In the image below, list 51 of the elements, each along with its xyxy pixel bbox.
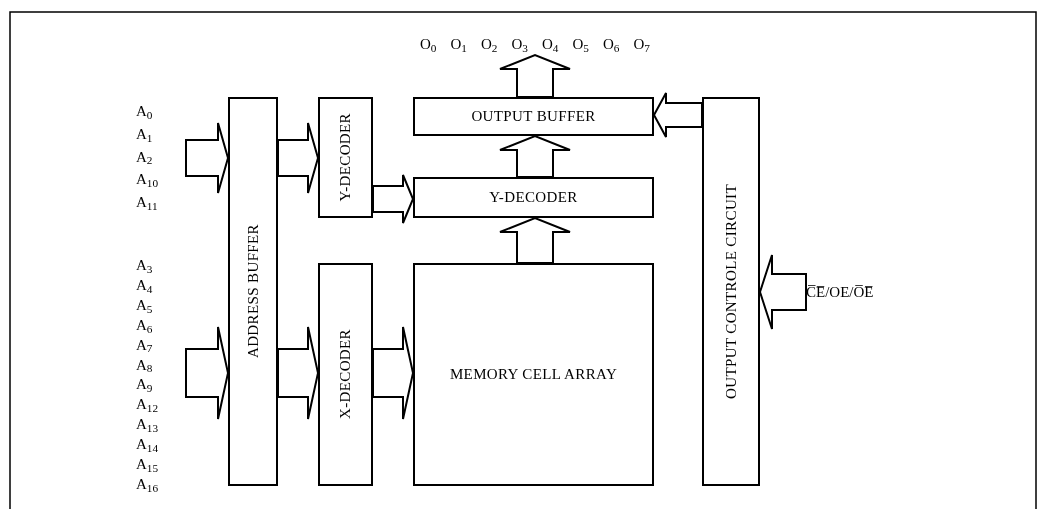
bus-arrow bbox=[277, 326, 320, 420]
block-label: OUTPUT CONTROLE CIRCUIT bbox=[723, 184, 739, 399]
bus-arrow bbox=[185, 122, 230, 194]
block-label: MEMORY CELL ARRAY bbox=[449, 367, 618, 382]
pin-label: A$_{1}$ bbox=[136, 126, 153, 142]
block-label: Y-DECODER bbox=[489, 190, 578, 205]
pin-label: O$_{0}$ bbox=[420, 37, 437, 52]
bus-arrow bbox=[499, 134, 571, 178]
bus-arrow bbox=[372, 174, 415, 224]
pin-label: O$_{5}$ bbox=[572, 37, 589, 52]
block-label: X-DECODER bbox=[338, 329, 353, 420]
pin-label: O$_{1}$ bbox=[450, 37, 467, 52]
function-block bbox=[413, 97, 654, 136]
pin-label: A$_{3}$ bbox=[136, 258, 153, 273]
vertical-block bbox=[318, 97, 373, 218]
pin-label: A$_{8}$ bbox=[136, 357, 153, 373]
vertical-block bbox=[228, 97, 278, 486]
block-label: OUTPUT BUFFER bbox=[471, 109, 596, 124]
pin-label: O$_{6}$ bbox=[603, 37, 620, 52]
function-block bbox=[413, 177, 654, 218]
pin-label: A$_{11}$ bbox=[136, 195, 158, 210]
pin-label: A$_{15}$ bbox=[136, 457, 159, 473]
pin-label: A$_{7}$ bbox=[136, 337, 153, 353]
bus-arrow bbox=[499, 216, 571, 264]
pin-label: O$_{2}$ bbox=[481, 37, 498, 52]
bus-arrow bbox=[758, 254, 807, 330]
pin-label: A$_{13}$ bbox=[136, 417, 159, 433]
bus-arrow bbox=[185, 326, 230, 420]
pin-label: A$_{2}$ bbox=[136, 149, 153, 165]
pin-label: O$_{4}$ bbox=[542, 37, 559, 52]
vertical-block bbox=[702, 97, 760, 486]
pin-label: A$_{4}$ bbox=[136, 277, 153, 293]
pin-label: O$_{3}$ bbox=[511, 37, 528, 52]
function-block bbox=[413, 263, 654, 486]
bus-arrow bbox=[499, 53, 571, 98]
pin-label: A$_{5}$ bbox=[136, 297, 153, 313]
pin-label: A$_{10}$ bbox=[136, 172, 159, 188]
signal-label: C̅E̅/OE/O̅E̅ bbox=[806, 284, 874, 300]
pin-label: A$_{9}$ bbox=[136, 377, 153, 393]
bus-arrow bbox=[372, 326, 415, 420]
pin-label: A$_{12}$ bbox=[136, 397, 159, 413]
bus-arrow bbox=[652, 92, 703, 138]
block-label: Y-DECODER bbox=[338, 113, 353, 202]
vertical-block bbox=[318, 263, 373, 486]
pin-label: A$_{16}$ bbox=[136, 476, 159, 492]
pin-label: A$_{14}$ bbox=[136, 437, 159, 453]
bus-arrow bbox=[277, 122, 320, 194]
pin-label: O$_{7}$ bbox=[633, 37, 650, 52]
pin-label: A$_{0}$ bbox=[136, 104, 153, 119]
block-label: ADDRESS BUFFER bbox=[245, 224, 261, 359]
pin-label: A$_{6}$ bbox=[136, 317, 153, 333]
